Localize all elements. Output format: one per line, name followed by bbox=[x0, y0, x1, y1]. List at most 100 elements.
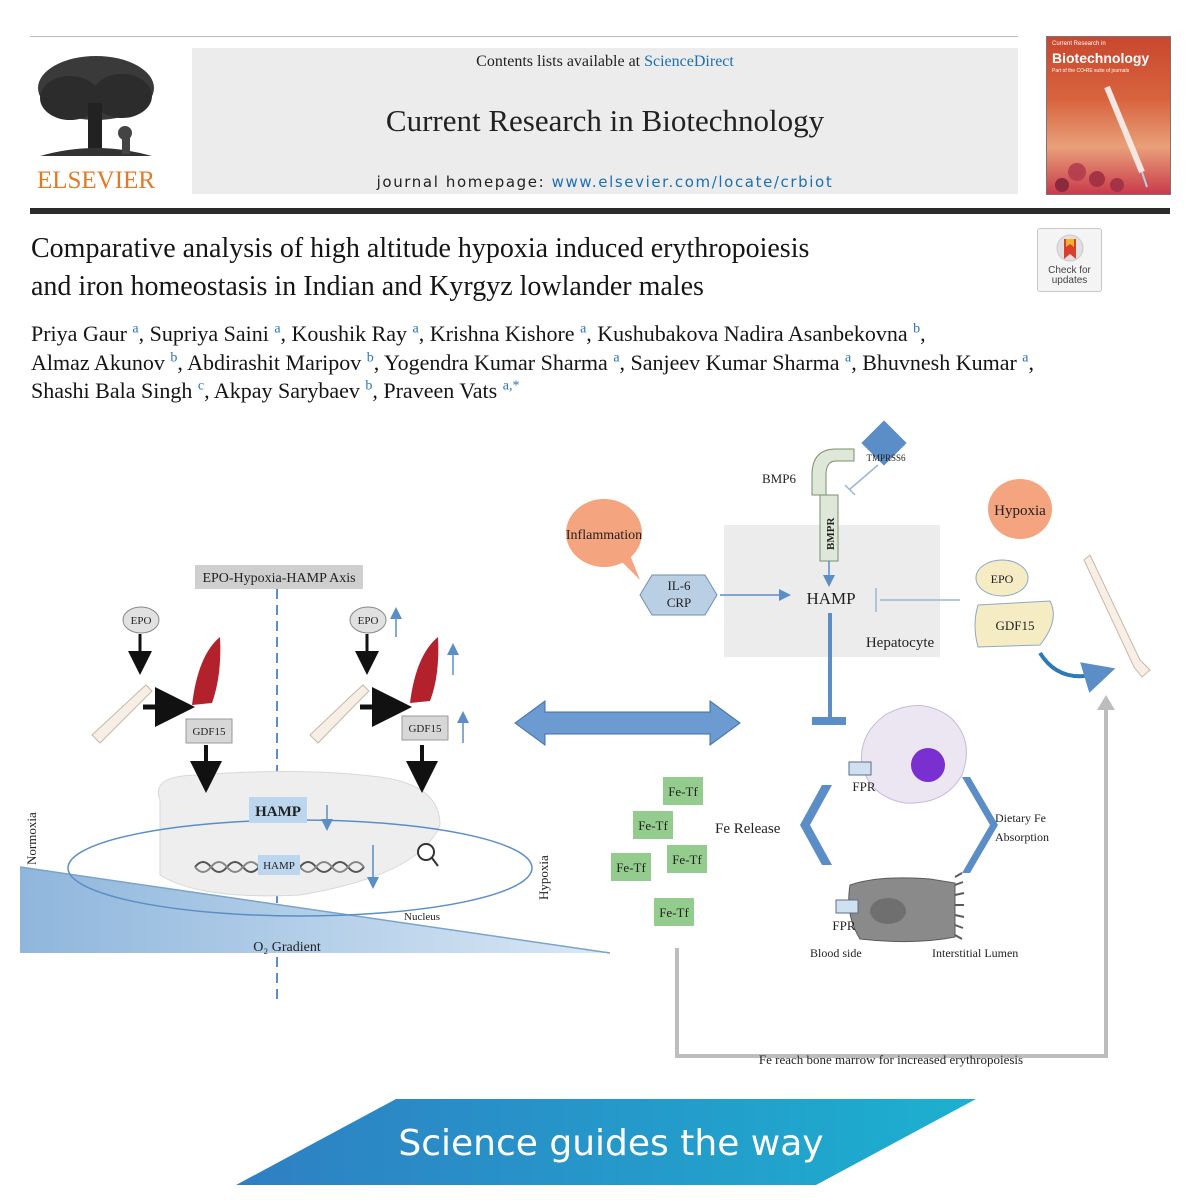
article-title-line-2: and iron homeostasis in Indian and Kyrgy… bbox=[31, 271, 704, 302]
homepage-prefix: journal homepage: bbox=[376, 173, 552, 191]
author-affiliation[interactable]: a bbox=[1022, 350, 1029, 366]
author-name[interactable]: Supriya Saini bbox=[149, 321, 269, 346]
author-name[interactable]: Akpay Sarybaev bbox=[213, 378, 360, 403]
absorption-label: Absorption bbox=[995, 830, 1049, 844]
il6-label: IL-6 bbox=[667, 578, 691, 593]
fpr-label-bottom: FPR bbox=[832, 918, 855, 933]
tmprss6-inhibit bbox=[849, 464, 879, 490]
check-for-updates-badge[interactable]: Check for updates bbox=[1037, 228, 1102, 292]
fe-tf-label-2: Fe-Tf bbox=[638, 818, 668, 833]
footer-tagline: Science guides the way bbox=[398, 1123, 823, 1164]
hypoxia-bubble-label: Hypoxia bbox=[994, 503, 1046, 519]
journal-title: Current Research in Biotechnology bbox=[385, 103, 825, 138]
contents-prefix: Contents lists available at bbox=[476, 53, 645, 70]
author-separator: , bbox=[418, 321, 430, 346]
cover-subtitle: Part of the CO•RE suite of journals bbox=[1052, 68, 1130, 74]
homepage-link[interactable]: www.elsevier.com/locate/crbiot bbox=[551, 173, 834, 191]
journal-cover[interactable]: Current Research in Biotechnology Part o… bbox=[1046, 36, 1171, 195]
header-divider bbox=[30, 208, 1170, 214]
hepatocyte-hamp-label: HAMP bbox=[806, 589, 855, 608]
fe-release-chevron bbox=[800, 785, 832, 865]
gdf15-box-left bbox=[185, 718, 233, 744]
footer-banner: Science guides the way bbox=[236, 1099, 976, 1185]
inflammation-bubble bbox=[566, 499, 642, 567]
fe-release-label: Fe Release bbox=[715, 821, 781, 837]
author-separator: , bbox=[204, 378, 214, 403]
gdf15-blob bbox=[974, 600, 1054, 648]
gdf15-label-left: GDF15 bbox=[192, 726, 226, 738]
hamp-label: HAMP bbox=[255, 804, 301, 820]
author-affiliation[interactable]: c bbox=[197, 378, 205, 394]
author-separator: , bbox=[373, 349, 384, 375]
fe-tf-box-5 bbox=[654, 898, 694, 926]
top-rule bbox=[30, 36, 1018, 37]
author-list: Priya Gaur a, Supriya Saini a, Koushik R… bbox=[31, 320, 1181, 406]
cover-series: Current Research in bbox=[1052, 41, 1106, 47]
author-name[interactable]: Praveen Vats bbox=[383, 378, 498, 403]
epo-ellipse-label: EPO bbox=[991, 572, 1014, 586]
author-affiliation[interactable]: a bbox=[844, 350, 852, 366]
elsevier-logo[interactable]: ELSEVIER bbox=[30, 48, 162, 194]
gdf15-box-right bbox=[401, 715, 449, 741]
author-separator: , bbox=[372, 378, 384, 403]
normoxia-label: Normoxia bbox=[24, 812, 39, 865]
liver-shape bbox=[158, 770, 441, 897]
hamp-box bbox=[249, 797, 307, 823]
sciencedirect-link[interactable]: ScienceDirect bbox=[644, 53, 734, 70]
macrophage-cell bbox=[860, 705, 967, 804]
author-affiliation[interactable]: a bbox=[580, 321, 587, 337]
bone-cycle-arrow bbox=[1038, 651, 1116, 693]
author-affiliation[interactable]: a bbox=[274, 321, 281, 337]
bookmark-icon bbox=[1056, 234, 1084, 262]
tmprss6-label: TMPRSS6 bbox=[866, 453, 906, 463]
author-separator: , bbox=[138, 321, 150, 346]
author-affiliation[interactable]: a bbox=[412, 321, 419, 337]
nucleus-label: Nucleus bbox=[404, 911, 440, 923]
author-separator: , bbox=[586, 321, 598, 346]
author-separator: , bbox=[1028, 349, 1035, 375]
author-name[interactable]: Bhuvnesh Kumar bbox=[862, 349, 1017, 375]
graphical-abstract-diagram: EPO-Hypoxia-HAMP Axis O₂ Gradient Normox… bbox=[19, 420, 1151, 1067]
fpr-receptor-bottom bbox=[835, 899, 859, 914]
author-affiliation[interactable]: b bbox=[170, 350, 178, 366]
fe-tf-label-1: Fe-Tf bbox=[668, 784, 698, 799]
author-name[interactable]: Almaz Akunov bbox=[31, 349, 165, 375]
macrophage-nucleus bbox=[911, 748, 945, 782]
gdf15-blob-label: GDF15 bbox=[995, 618, 1034, 633]
article-title-line-1: Comparative analysis of high altitude hy… bbox=[31, 233, 810, 264]
author-name[interactable]: Abdirashit Maripov bbox=[187, 349, 362, 375]
fe-tf-label-3: Fe-Tf bbox=[672, 852, 702, 867]
bone-icon-right bbox=[309, 684, 370, 744]
bmp6-icon bbox=[811, 448, 855, 496]
epo-bubble-left bbox=[122, 606, 160, 634]
dietary-chevron bbox=[962, 777, 998, 873]
bone-icon-left bbox=[91, 684, 153, 744]
fe-tf-label-4: Fe-Tf bbox=[616, 860, 646, 875]
author-affiliation[interactable]: b bbox=[365, 378, 373, 394]
author-name[interactable]: Sanjeev Kumar Sharma bbox=[630, 349, 840, 375]
o2-gradient-label: O₂ Gradient bbox=[253, 940, 321, 955]
interstitial-lumen-label: Interstitial Lumen bbox=[932, 946, 1018, 960]
footer-banner-shape: Science guides the way bbox=[236, 1099, 976, 1185]
author-affiliation[interactable]: b bbox=[913, 321, 921, 337]
author-name[interactable]: Shashi Bala Singh bbox=[31, 378, 193, 403]
author-affiliation[interactable]: a bbox=[132, 321, 139, 337]
author-name[interactable]: Yogendra Kumar Sharma bbox=[383, 349, 608, 375]
publisher-name: ELSEVIER bbox=[37, 167, 155, 194]
graphical-abstract: EPO-Hypoxia-HAMP Axis O₂ Gradient Normox… bbox=[0, 405, 1200, 1085]
fe-tf-box-2 bbox=[633, 811, 673, 839]
author-name[interactable]: Kushubakova Nadira Asanbekovna bbox=[597, 321, 908, 346]
fe-tf-box-1 bbox=[663, 777, 703, 805]
author-name[interactable]: Koushik Ray bbox=[291, 321, 408, 346]
fe-tf-box-3 bbox=[667, 845, 707, 873]
marrow-icon-right bbox=[410, 637, 439, 703]
author-affiliation[interactable]: a bbox=[613, 350, 620, 366]
author-name[interactable]: Priya Gaur bbox=[31, 321, 127, 346]
author-affiliation[interactable]: b bbox=[366, 350, 374, 366]
bmp6-label: BMP6 bbox=[762, 471, 796, 486]
homepage-line: journal homepage: www.elsevier.com/locat… bbox=[192, 173, 1018, 191]
dietary-fe-label: Dietary Fe bbox=[995, 811, 1046, 825]
blood-side-label: Blood side bbox=[810, 946, 862, 960]
author-name[interactable]: Krishna Kishore bbox=[429, 321, 575, 346]
author-affiliation[interactable]: a,* bbox=[502, 378, 520, 394]
